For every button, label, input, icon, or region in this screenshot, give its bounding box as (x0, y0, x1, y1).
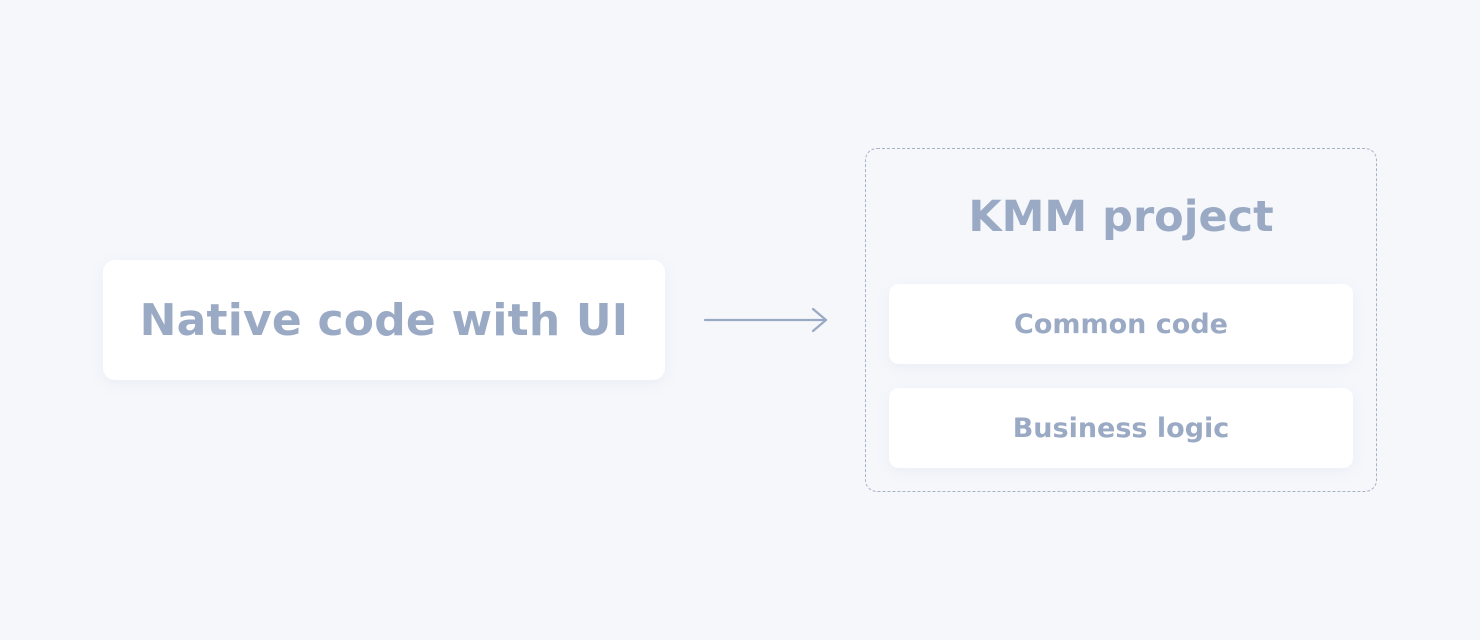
common-code-label: Common code (1014, 308, 1228, 340)
arrow-right-icon (703, 307, 828, 333)
kmm-project-title: KMM project (968, 192, 1274, 242)
business-logic-box: Business logic (889, 388, 1353, 468)
common-code-box: Common code (889, 284, 1353, 364)
native-code-label: Native code with UI (139, 294, 629, 346)
kmm-project-container: KMM project (865, 148, 1377, 492)
business-logic-label: Business logic (1012, 412, 1230, 444)
native-code-box: Native code with UI (103, 260, 665, 380)
